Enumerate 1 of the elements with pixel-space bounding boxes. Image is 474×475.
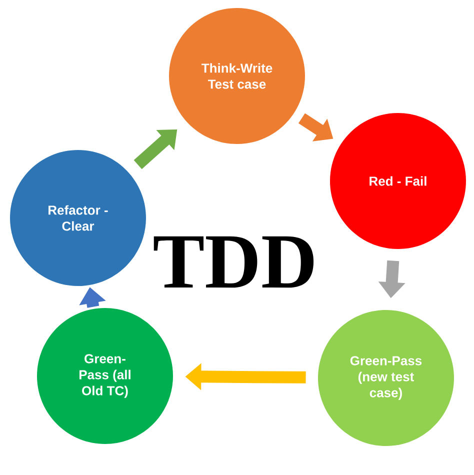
- title: TDD: [154, 236, 314, 288]
